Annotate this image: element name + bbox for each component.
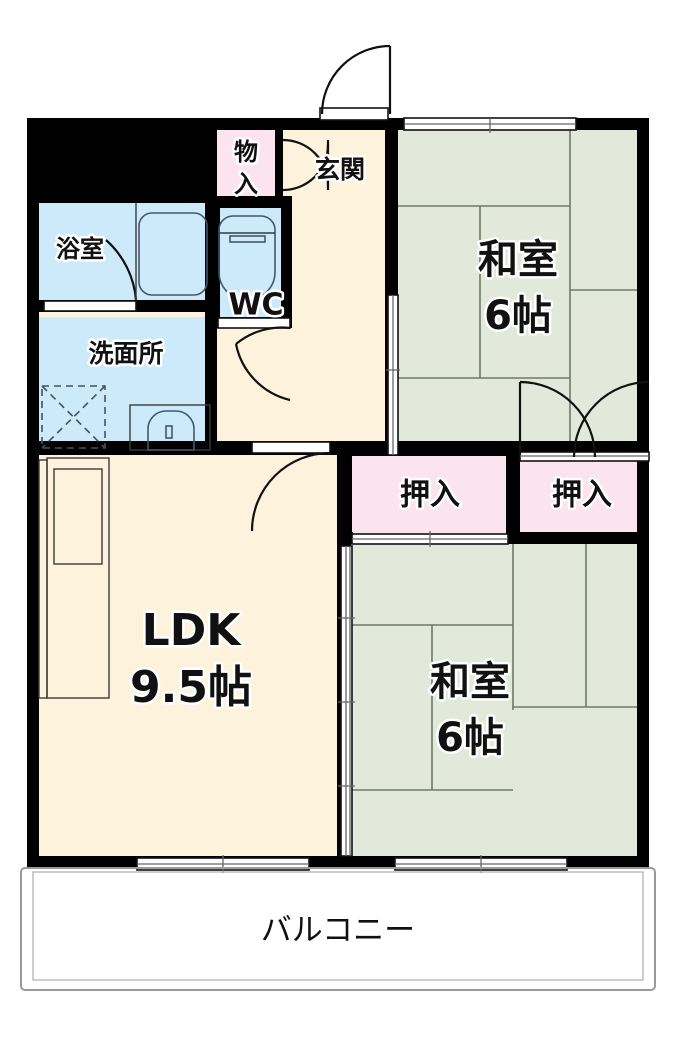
ldk-balcony-window[interactable] <box>136 855 310 873</box>
label-monoire-2: 入 <box>234 170 258 198</box>
label-ldk-name: LDK <box>142 605 243 656</box>
genkan-inner-door[interactable] <box>282 138 330 192</box>
washitsu-top-window[interactable] <box>403 117 577 133</box>
label-genkan: 玄関 <box>315 155 365 184</box>
oshiire-right-fill <box>520 456 649 538</box>
label-washitsu-top-size: 6帖 <box>484 293 552 339</box>
oshiire-left-sliding[interactable] <box>351 531 509 547</box>
washitsu-bottom-fill <box>350 544 649 868</box>
label-oshiire-left: 押入 <box>400 478 460 513</box>
entrance-door[interactable] <box>320 44 392 115</box>
wc-door-threshold <box>217 317 291 329</box>
washitsu-ldk-sliding-door[interactable] <box>338 545 355 857</box>
oshiire-left-fill <box>352 456 513 538</box>
washitsu-top-fill <box>398 118 649 455</box>
label-washitsu-top-name: 和室 <box>478 237 558 283</box>
bathtub-icon <box>138 212 208 296</box>
room-labels: 物 入 玄関 浴室 WC 洗面所 和室 6帖 押入 押入 LDK 9.5帖 和室… <box>54 136 615 764</box>
yokushitsu-fill <box>38 203 210 307</box>
washitsu-balcony-window[interactable] <box>394 855 568 873</box>
label-washitsu-bottom-name: 和室 <box>430 659 510 705</box>
label-washitsu-bottom-size: 6帖 <box>436 715 504 761</box>
wc-door[interactable] <box>234 326 291 402</box>
door-swings <box>105 44 650 532</box>
fixtures <box>38 203 276 699</box>
senmenjo-fill <box>38 317 210 447</box>
label-yokushitsu: 浴室 <box>56 235 104 263</box>
washitsu-top-hall-door[interactable] <box>386 294 400 456</box>
label-monoire-1: 物 <box>234 138 258 166</box>
label-wc: WC <box>228 288 283 323</box>
bath-door-threshold <box>43 300 137 312</box>
label-senmenjo: 洗面所 <box>88 339 163 368</box>
sink-icon <box>129 404 211 451</box>
washer-space-icon <box>41 385 106 449</box>
monoire-fill <box>215 123 277 201</box>
label-oshiire-right: 押入 <box>552 478 612 513</box>
stove-icon <box>53 468 103 565</box>
washitsu-top-double-door[interactable] <box>518 380 650 458</box>
room-fills <box>27 118 649 868</box>
label-balcony: バルコニー <box>261 913 415 949</box>
label-ldk-size: 9.5帖 <box>130 662 252 713</box>
balcony: バルコニー <box>20 867 656 991</box>
ldk-hall-door[interactable] <box>250 451 331 532</box>
ldk-door-threshold <box>251 441 331 454</box>
tatami-mat-lines <box>350 118 649 791</box>
toilet-icon <box>218 215 276 301</box>
bath-door[interactable] <box>105 239 138 301</box>
entrance-threshold <box>319 107 389 121</box>
wc-fill <box>219 208 288 321</box>
oshiire-right-sliding[interactable] <box>519 451 650 462</box>
kitchen-counter-icon <box>38 457 110 699</box>
